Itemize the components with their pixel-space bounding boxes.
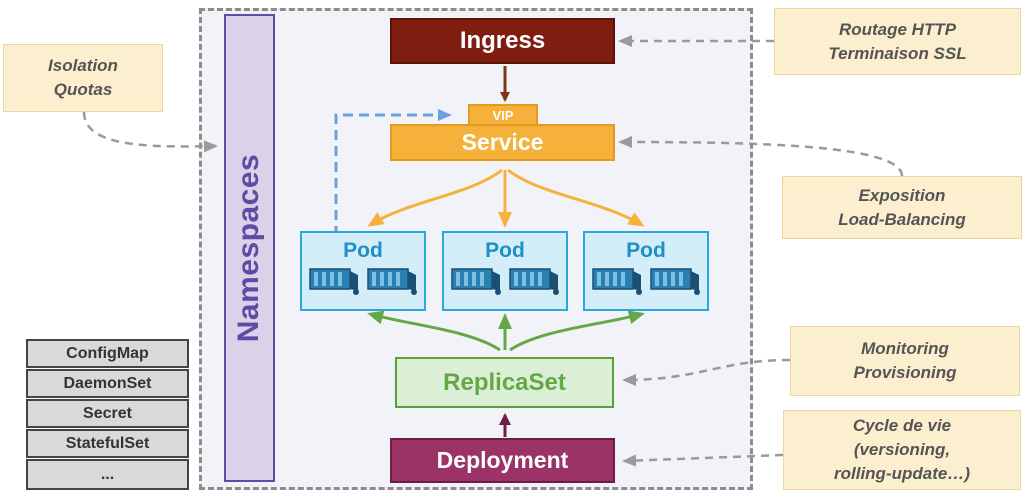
exposition-note: Exposition Load-Balancing <box>782 176 1022 239</box>
cycle-note-line2: (versioning, <box>853 440 951 460</box>
replicaset-to-pod-1-arrow <box>367 310 501 352</box>
monitoring-note-line2: Provisioning <box>853 363 957 382</box>
shipping-container-icon <box>592 268 642 295</box>
pod-box-2[interactable]: Pod <box>442 231 568 311</box>
replicaset-label: ReplicaSet <box>443 368 566 396</box>
monitoring-note-line1: Monitoring <box>861 339 949 359</box>
shipping-container-icon <box>451 268 501 295</box>
shipping-container-icon <box>509 268 559 295</box>
stack-item-configmap[interactable]: ConfigMap <box>26 339 189 368</box>
cycle-note: Cycle de vie (versioning, rolling-update… <box>783 410 1021 490</box>
stack-item-label: ConfigMap <box>66 344 149 362</box>
isolation-note-line1: Isolation <box>48 56 118 76</box>
routage-note-line2: Terminaison SSL <box>828 43 967 63</box>
deployment-box[interactable]: Deployment <box>390 438 615 483</box>
exposition-connector <box>618 136 904 177</box>
stack-item-label: ... <box>100 465 115 483</box>
routage-note: Routage HTTP Terminaison SSL <box>774 8 1021 75</box>
ingress-box[interactable]: Ingress <box>390 18 615 64</box>
stack-item-statefulset[interactable]: StatefulSet <box>26 429 189 458</box>
pod-box-1[interactable]: Pod <box>300 231 426 311</box>
cycle-note-line1: Cycle de vie <box>852 416 952 436</box>
stack-item-label: StatefulSet <box>65 434 150 452</box>
exposition-note-line1: Exposition <box>858 185 946 205</box>
vip-label: VIP <box>492 107 514 123</box>
pod-containers-2 <box>451 268 559 295</box>
deployment-label: Deployment <box>436 447 569 473</box>
pod-containers-1 <box>309 268 417 295</box>
stack-item-secret[interactable]: Secret <box>26 399 189 428</box>
service-box[interactable]: Service <box>390 124 615 161</box>
cycle-note-line3: rolling-update…) <box>834 463 970 483</box>
replicaset-box[interactable]: ReplicaSet <box>395 357 614 408</box>
vip-box[interactable]: VIP <box>468 104 538 126</box>
shipping-container-icon <box>309 268 359 295</box>
shipping-container-icon <box>650 268 700 295</box>
stack-item-daemonset[interactable]: DaemonSet <box>26 369 189 398</box>
stack-item-label: Secret <box>83 404 132 422</box>
isolation-connector <box>82 111 218 153</box>
pod-box-3[interactable]: Pod <box>583 231 709 311</box>
service-to-pod-1-arrow <box>367 168 503 227</box>
service-to-pod-3-arrow <box>507 168 645 227</box>
pod-containers-3 <box>592 268 700 295</box>
stack-item-more[interactable]: ... <box>26 459 189 490</box>
stack-item-label: DaemonSet <box>63 374 152 392</box>
pod-label: Pod <box>626 239 666 262</box>
ingress-label: Ingress <box>459 27 546 54</box>
pod-label: Pod <box>485 239 525 262</box>
monitoring-connector <box>622 358 791 386</box>
isolation-note-line2: Quotas <box>53 80 113 99</box>
isolation-note: Isolation Quotas <box>3 44 163 112</box>
routage-note-line1: Routage HTTP <box>838 19 957 39</box>
monitoring-note: Monitoring Provisioning <box>790 326 1020 396</box>
replicaset-to-pod-3-arrow <box>509 310 645 352</box>
cycle-connector <box>622 453 784 467</box>
service-label: Service <box>461 129 544 155</box>
pod-to-vip-dashed-arrow <box>334 109 452 236</box>
shipping-container-icon <box>367 268 417 295</box>
pod-label: Pod <box>343 239 383 262</box>
namespaces-box[interactable] <box>224 14 275 482</box>
exposition-note-line2: Load-Balancing <box>838 209 966 229</box>
